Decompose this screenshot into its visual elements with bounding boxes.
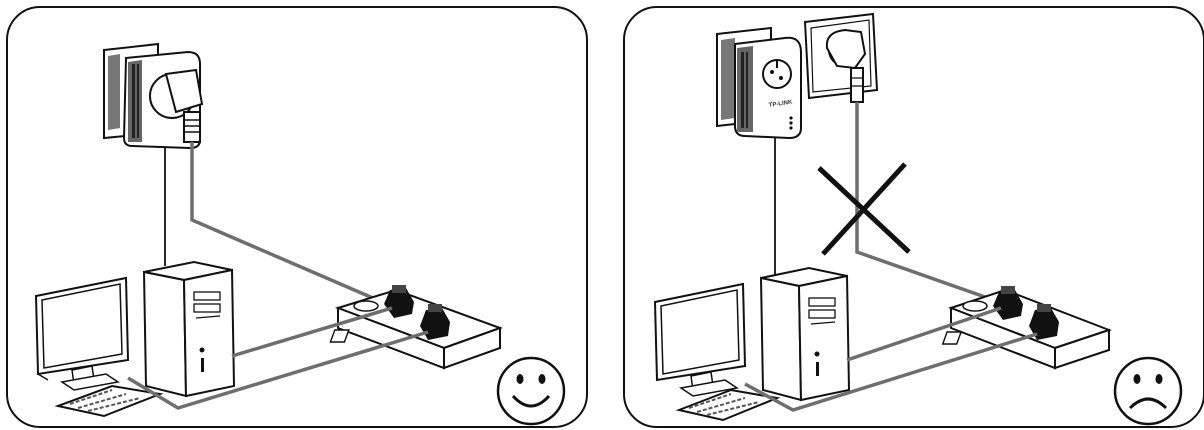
incorrect-setup-illustration: TP-LINK bbox=[625, 8, 1203, 426]
second-wall-socket bbox=[805, 14, 877, 102]
frowning-face-icon bbox=[1115, 358, 1181, 424]
desktop-tower bbox=[761, 268, 849, 400]
computer-monitor bbox=[36, 278, 128, 390]
x-cross-icon bbox=[819, 164, 909, 254]
powerline-adapter: TP-LINK bbox=[735, 38, 801, 138]
panel-incorrect-setup: TP-LINK bbox=[623, 6, 1204, 428]
smiley-face-icon bbox=[498, 358, 564, 424]
correct-setup-illustration bbox=[8, 8, 586, 426]
panel-correct-setup bbox=[6, 6, 588, 428]
powerline-adapter bbox=[124, 52, 202, 148]
keyboard bbox=[58, 386, 160, 416]
desktop-tower bbox=[144, 262, 234, 396]
socket-power-cable bbox=[857, 102, 1005, 304]
computer-monitor bbox=[655, 284, 745, 396]
